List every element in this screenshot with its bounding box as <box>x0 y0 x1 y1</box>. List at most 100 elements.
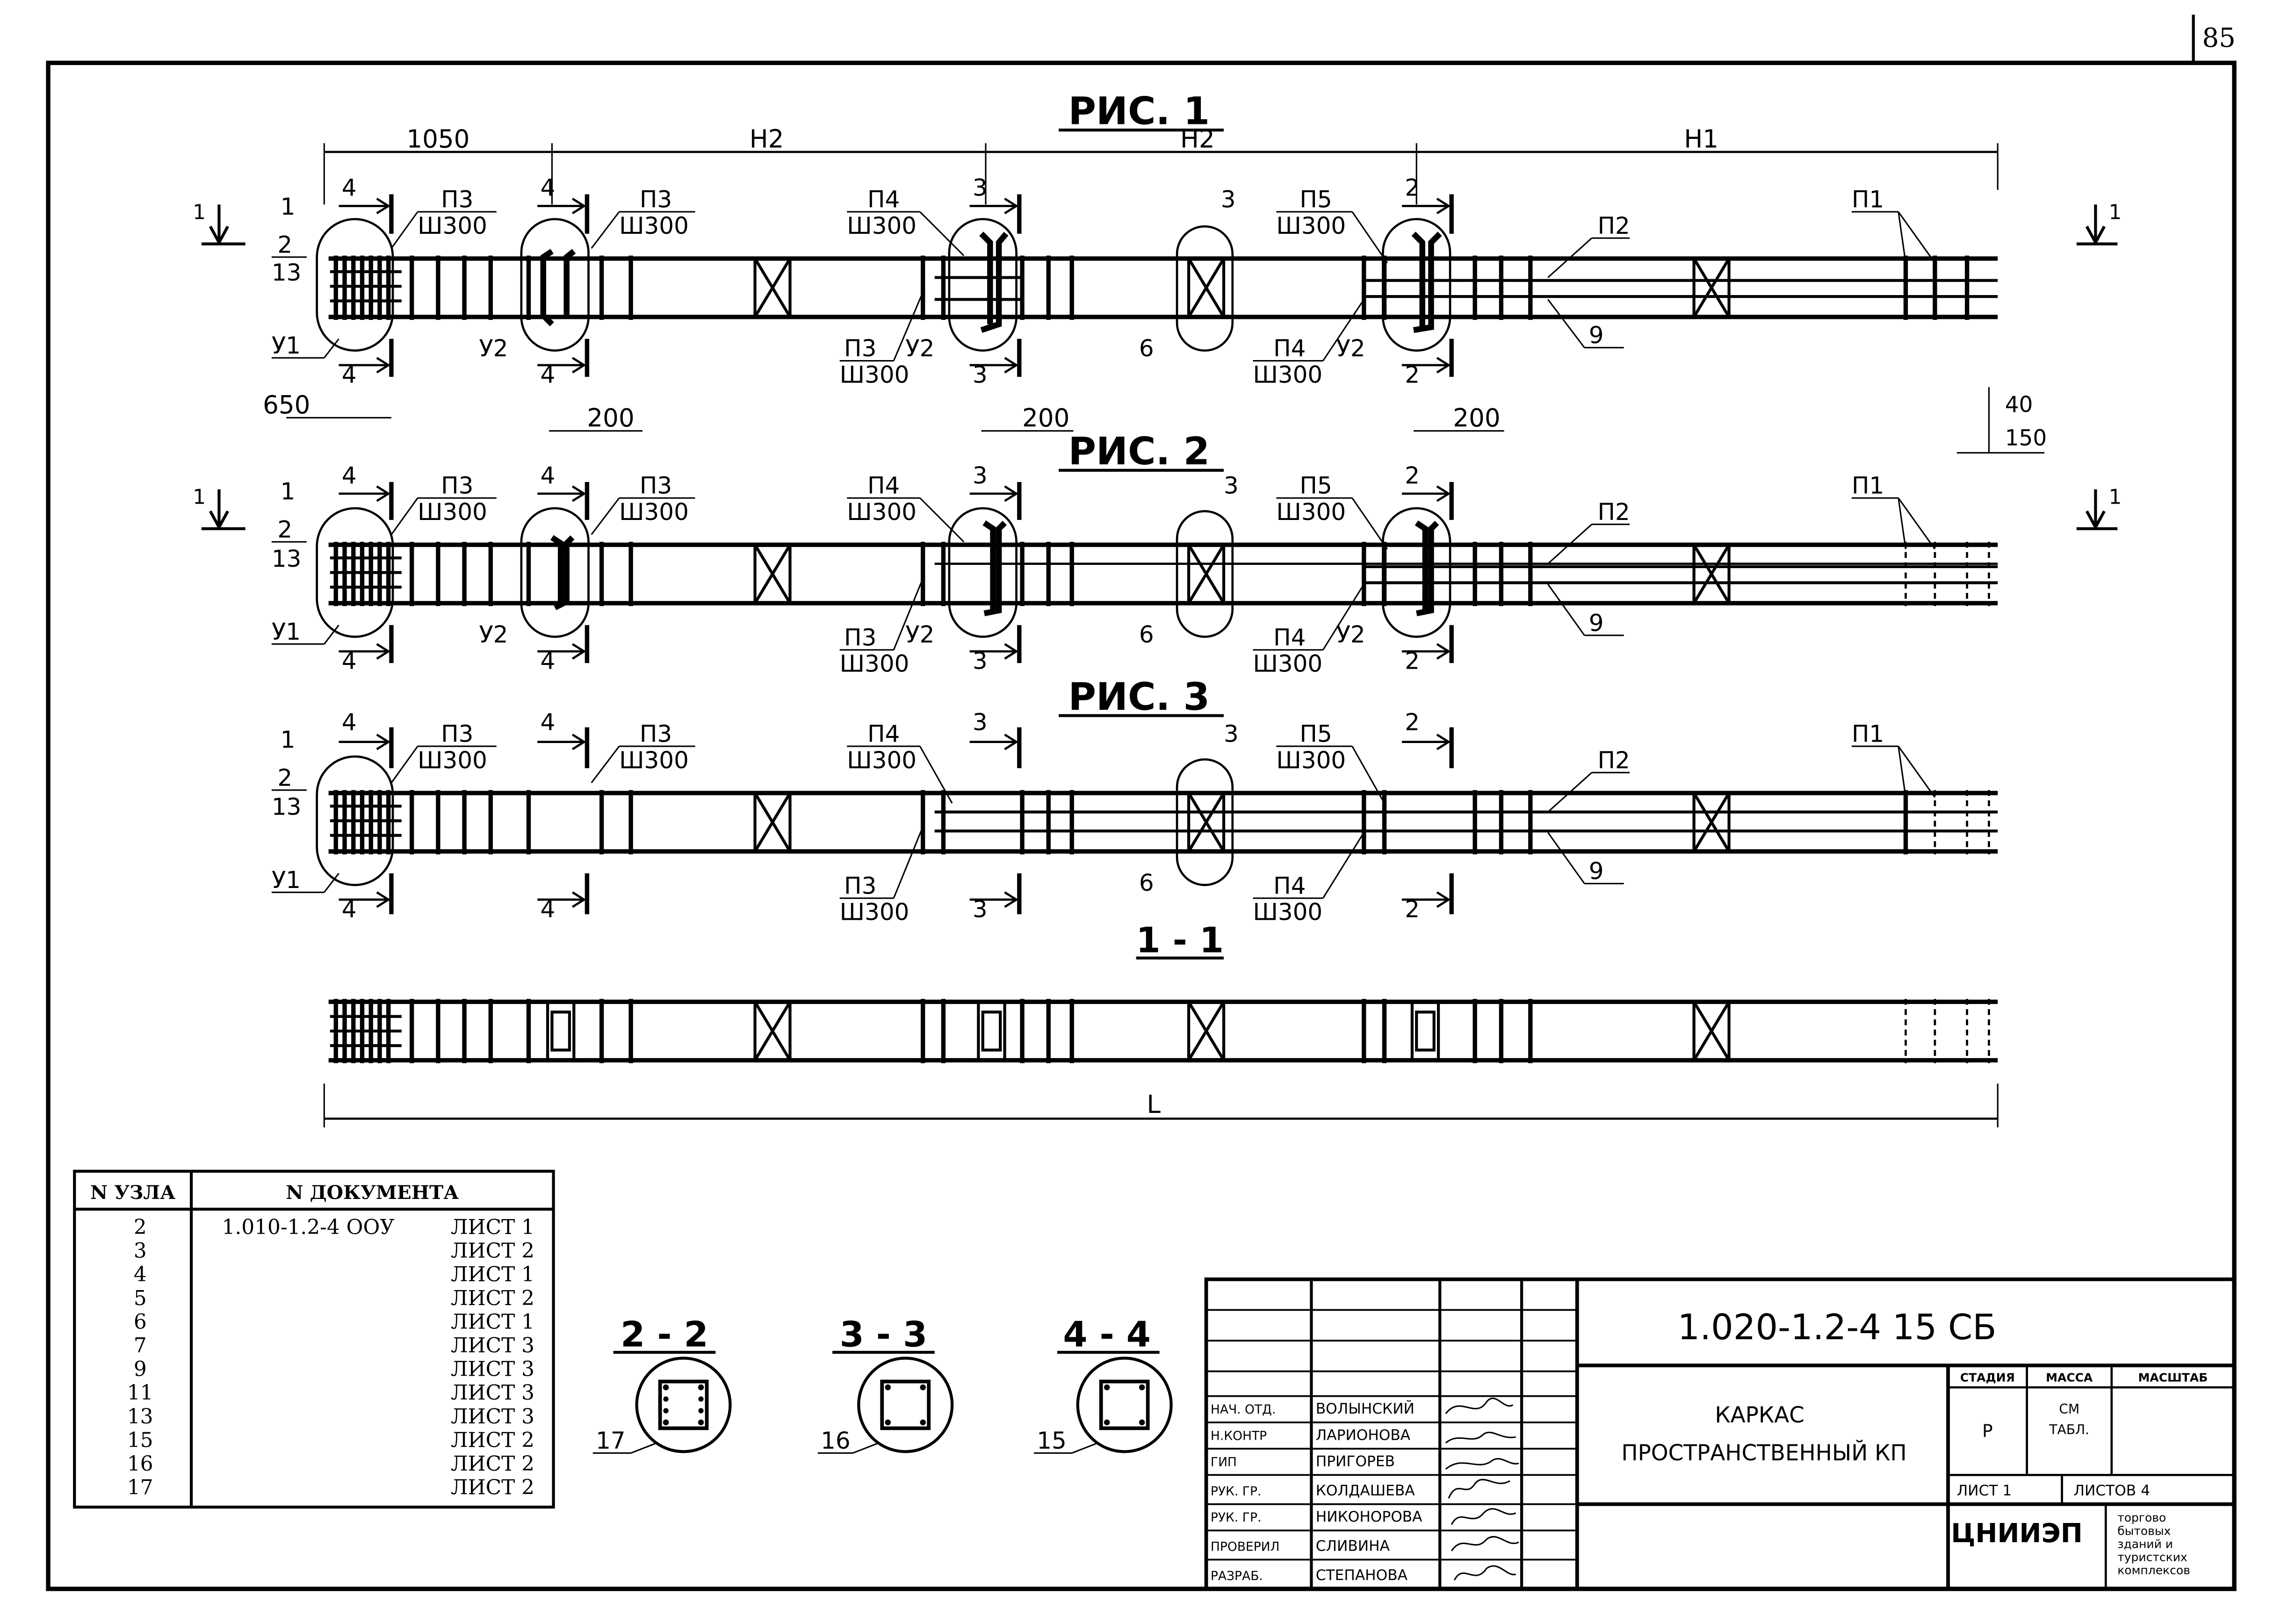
section-label-4: 4 <box>540 647 555 674</box>
section-ref: 16 <box>821 1427 851 1454</box>
label-p2: П2 <box>1597 498 1630 526</box>
callout-s: Ш300 <box>619 498 689 526</box>
leader-line <box>1322 584 1365 650</box>
section-circle <box>635 1357 732 1453</box>
node-table-header: N УЗЛА <box>90 1181 175 1204</box>
callout-p: П4 <box>1273 335 1306 362</box>
sheet-cell: ЛИСТ 3 <box>451 1381 534 1405</box>
callout-s: Ш300 <box>418 212 487 239</box>
node-number-cell: 5 <box>134 1286 147 1310</box>
drawing-name-line1: КАРКАС <box>1715 1403 1805 1428</box>
dimension-40: 40 <box>2005 392 2033 418</box>
callout-p: П3 <box>640 186 672 213</box>
sheet-cell: ЛИСТ 3 <box>451 1405 534 1429</box>
label-9: 9 <box>1589 609 1604 636</box>
end-bars <box>330 556 402 589</box>
figure-3: РИС. 3 <box>272 675 1998 926</box>
stage-label: СТАДИЯ <box>1960 1371 2015 1384</box>
node-label-6: 6 <box>1139 335 1154 362</box>
end-stirrups-dashed <box>1905 999 1990 1063</box>
leader-line <box>1351 746 1385 804</box>
title-block-row-rules <box>1206 1309 1577 1561</box>
cut-label-1: 1 <box>193 485 206 509</box>
leader-line <box>1322 832 1365 899</box>
leader-line <box>630 1442 657 1454</box>
callout-p: П3 <box>640 721 672 748</box>
sheet-cell: ЛИСТ 2 <box>451 1239 534 1263</box>
name-cell: КОЛДАШЕВА <box>1316 1482 1415 1499</box>
callout-p: П5 <box>1299 472 1332 499</box>
section-title: 3 - 3 <box>840 1314 928 1355</box>
node-label-u1: У1 <box>272 332 301 359</box>
leader-line <box>1071 1442 1099 1454</box>
mass-label: МАССА <box>2046 1371 2093 1384</box>
label-p1: П1 <box>1852 472 1884 499</box>
section-label-4: 4 <box>342 895 357 923</box>
section-label-4: 4 <box>540 174 555 202</box>
leaders <box>1547 497 1936 636</box>
leader-line <box>852 1442 880 1454</box>
node-label-u2: У2 <box>479 621 508 648</box>
mass-value: ТАБЛ. <box>2049 1422 2089 1437</box>
section-stirrup <box>1099 1379 1150 1430</box>
section-label-4: 4 <box>540 462 555 489</box>
label-p1: П1 <box>1852 186 1884 213</box>
name-cell: НИКОНОРОВА <box>1316 1509 1422 1525</box>
section-cut-marks <box>389 482 1454 663</box>
callout-p: П3 <box>441 186 473 213</box>
node-label-3: 3 <box>1224 721 1239 748</box>
leader-line <box>1322 299 1365 361</box>
section-label-2: 2 <box>1405 174 1420 202</box>
node-table-header: N ДОКУМЕНТА <box>286 1181 459 1204</box>
node-label-u2: У2 <box>905 335 934 362</box>
node-label-13: 13 <box>272 259 302 286</box>
callout-p: П4 <box>867 186 900 213</box>
callout-s: Ш300 <box>840 361 910 388</box>
end-stirrups-dashed <box>1934 790 1990 855</box>
label-p2: П2 <box>1597 747 1630 774</box>
callout-s: Ш300 <box>418 498 487 526</box>
name-cell: ВОЛЫНСКИЙ <box>1316 1400 1415 1417</box>
callout-s: Ш300 <box>847 747 917 774</box>
u2-brackets <box>540 231 1442 333</box>
leader-line <box>591 211 620 249</box>
node-label-2: 2 <box>277 764 292 791</box>
sheet-cell: ЛИСТ 1 <box>451 1310 534 1334</box>
cut-arrow-1-1 <box>201 489 2118 531</box>
dimension-h1: Н1 <box>1684 125 1718 154</box>
role-cell: РУК. ГР. <box>1211 1484 1261 1499</box>
sheet-cell: ЛИСТ 1 <box>451 1263 534 1286</box>
callout-s: Ш300 <box>840 650 910 678</box>
document-cell: 1.010-1.2-4 ООУ <box>222 1215 395 1239</box>
cut-label-1: 1 <box>2108 485 2122 509</box>
section-1-1: 1 - 1 <box>323 919 1999 1128</box>
node-label-u2: У2 <box>479 335 508 362</box>
leader-line <box>893 292 924 361</box>
sheet-cell: ЛИСТ 2 <box>451 1476 534 1500</box>
leader-line <box>390 746 419 783</box>
node-number-cell: 2 <box>134 1215 147 1239</box>
title-block: 1.020-1.2-4 15 СБ КАРКАС ПРОСТРАНСТВЕННЫ… <box>1204 1277 2236 1591</box>
scale-label: МАСШТАБ <box>2138 1371 2208 1384</box>
organization-desc: бытовых <box>2117 1524 2171 1537</box>
callout-s: Ш300 <box>418 747 487 774</box>
sheets-label: ЛИСТОВ 4 <box>2074 1482 2150 1499</box>
callout-p: П4 <box>1273 872 1306 899</box>
u2-brackets <box>550 520 1439 616</box>
role-cell: ГИП <box>1211 1455 1237 1470</box>
section-circle <box>857 1357 954 1453</box>
label-p1: П1 <box>1852 721 1884 748</box>
section-bars <box>663 1384 704 1426</box>
callout-s: Ш300 <box>619 747 689 774</box>
callout-p: П3 <box>441 472 473 499</box>
section-label-4: 4 <box>540 895 555 923</box>
leader-line <box>591 746 620 783</box>
node-circles <box>316 507 1451 638</box>
leaders <box>1547 211 1936 348</box>
leader-line <box>893 578 924 650</box>
dimension-650: 650 <box>263 390 310 419</box>
leader-line <box>591 498 620 535</box>
node-label-1: 1 <box>281 726 296 753</box>
